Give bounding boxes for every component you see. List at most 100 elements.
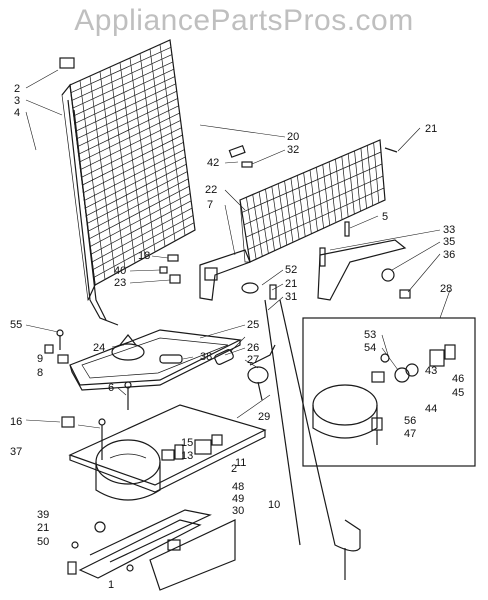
coil-fin (322, 164, 331, 226)
callout: 6 (108, 382, 114, 394)
callout: 40 (114, 265, 126, 277)
drain-tube (317, 239, 407, 301)
coil-fin (265, 189, 275, 251)
callout: 18 (138, 250, 150, 262)
coil-fin (139, 53, 166, 247)
callout: 11 (235, 457, 246, 469)
callout: 24 (93, 342, 105, 354)
callout: 31 (285, 291, 297, 303)
callout: 36 (443, 249, 455, 261)
inset-detail-box (302, 317, 476, 467)
callout: 21 (285, 278, 297, 290)
base-rails (67, 509, 236, 591)
coil-fin (373, 142, 380, 203)
coil-fin (277, 183, 288, 246)
bracket (199, 249, 251, 301)
callout: 33 (443, 224, 455, 236)
callout: 9 (37, 353, 43, 365)
coil-fin (119, 62, 146, 258)
coil-fin (159, 44, 186, 236)
coil-fin (89, 75, 116, 275)
coil-fin (284, 180, 294, 243)
callout: 15 (181, 437, 193, 449)
callout: 8 (37, 367, 43, 379)
callout: 25 (247, 319, 259, 331)
callout: 21 (425, 123, 437, 135)
callout: 2 (231, 463, 237, 475)
coil-fin (246, 197, 257, 260)
callout: 35 (443, 236, 455, 248)
callout-labels: 2 3 4 20 32 21 42 22 7 5 33 35 36 18 40 … (10, 83, 464, 591)
coil-fin (247, 187, 385, 250)
callout: 38 (200, 351, 212, 363)
compressor-plate (68, 404, 267, 493)
callout: 50 (37, 536, 49, 548)
capillary-tube (264, 299, 301, 546)
coil-fin (109, 66, 136, 264)
callout: 5 (382, 211, 388, 223)
callout: 49 (232, 493, 244, 505)
callout: 21 (37, 522, 49, 534)
coil-fin (354, 150, 361, 212)
callout: 54 (364, 342, 376, 354)
coil-fin (149, 48, 176, 242)
coil-fin (271, 186, 282, 248)
callout: 13 (181, 450, 193, 462)
callout: 7 (207, 199, 213, 211)
coil-fin (129, 57, 156, 253)
callout: 29 (258, 411, 270, 423)
callout: 28 (440, 283, 452, 295)
callout: 16 (10, 416, 22, 428)
callout: 56 (404, 415, 416, 427)
callout: 37 (10, 446, 22, 458)
coil-fin (366, 145, 374, 206)
coil-fin (99, 71, 126, 269)
coil-fin (241, 151, 382, 213)
callout: 45 (452, 387, 464, 399)
secondary-condenser (239, 139, 386, 263)
callout: 4 (14, 107, 20, 119)
callout: 53 (364, 329, 376, 341)
coil-fin (335, 159, 343, 220)
coil-fin (245, 175, 384, 238)
callout: 44 (425, 403, 437, 415)
coil-fin (252, 194, 263, 257)
coil-fin (328, 161, 337, 223)
callout: 43 (425, 365, 437, 377)
callout: 3 (14, 95, 20, 107)
callout: 48 (232, 481, 244, 493)
coil-fin (309, 169, 318, 232)
callout: 27 (247, 354, 259, 366)
callout: 52 (285, 264, 297, 276)
coil-fin (290, 178, 300, 240)
callout: 39 (37, 509, 49, 521)
coil-fin (258, 191, 269, 254)
coil-fin (347, 153, 355, 215)
coil-fin (296, 175, 306, 237)
callout: 30 (232, 505, 244, 517)
callout: 46 (452, 373, 464, 385)
callout: 1 (108, 579, 114, 591)
coil-fin (303, 172, 312, 234)
coil-fin (360, 148, 367, 209)
callout: 55 (10, 319, 22, 331)
callout: 32 (287, 144, 299, 156)
coil-fin (316, 167, 324, 229)
coil-fin (341, 156, 349, 217)
callout: 20 (287, 131, 299, 143)
watermark-text: AppliancePartsPros.com (74, 4, 414, 37)
callout: 23 (114, 277, 126, 289)
drain-pan (69, 329, 243, 391)
callout: 26 (247, 342, 259, 354)
coil-fin (243, 163, 383, 226)
coil-fin (79, 80, 106, 280)
compressor (95, 439, 161, 501)
callout: 22 (205, 184, 217, 196)
leader-lines (25, 69, 451, 429)
callout: 42 (207, 157, 219, 169)
callout: 2 (14, 83, 20, 95)
condenser-coil (59, 39, 196, 326)
callout: 47 (404, 428, 416, 440)
callout: 10 (268, 499, 280, 511)
